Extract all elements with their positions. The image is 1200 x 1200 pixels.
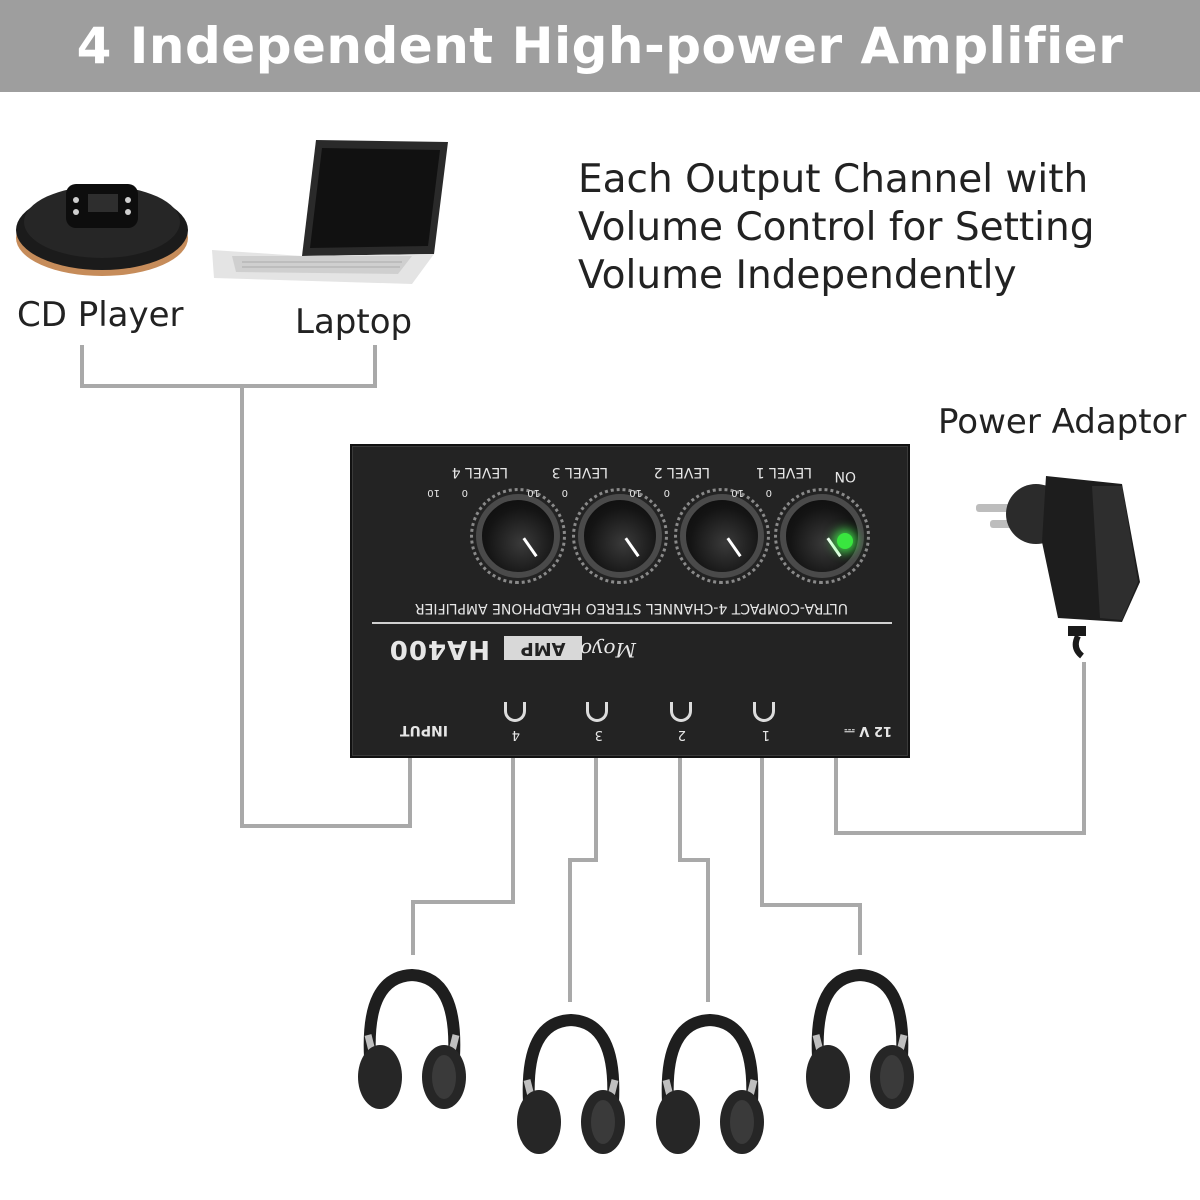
headphones-icon [517, 1013, 625, 1154]
output-label-4: 4 [511, 727, 520, 742]
description-line: Volume Independently [578, 253, 1017, 298]
power-port-label: 12 V ⎓ [844, 723, 892, 738]
level-2-max: 10 [629, 487, 642, 498]
level-knob-3[interactable] [680, 494, 764, 578]
wire-cd-player [80, 345, 377, 388]
output-label-2: 2 [677, 727, 686, 742]
level-knob-2[interactable] [578, 494, 662, 578]
level-label-3: LEVEL 3 [551, 464, 608, 480]
level-2-min: 0 [663, 487, 670, 498]
led-label: ON [834, 468, 857, 484]
level-3-min: 0 [561, 487, 568, 498]
headphones-icon [806, 968, 914, 1109]
level-1-max: 10 [731, 487, 744, 498]
headphones-icon [656, 1013, 764, 1154]
wire-output-3 [568, 756, 598, 1002]
output-label-1: 1 [761, 727, 770, 742]
device-subtitle: ULTRA-COMPACT 4-CHANNEL STEREO HEADPHONE… [414, 600, 848, 616]
amplifier-panel: 12 V ⎓ 1 2 3 4 INPUT HA400 AMP Moyo ULTR… [352, 446, 908, 756]
cd-player-label: CD Player [17, 295, 184, 335]
amp-badge: AMP [504, 636, 582, 660]
headphone-jack-icon[interactable] [753, 702, 775, 722]
wire-power [834, 662, 1086, 835]
input-label: INPUT [399, 722, 448, 738]
headphone-jack-icon[interactable] [504, 702, 526, 722]
level-label-2: LEVEL 2 [653, 464, 710, 480]
output-label-3: 3 [594, 727, 603, 742]
level-3-max: 10 [527, 487, 540, 498]
power-adaptor-icon [976, 476, 1140, 659]
title-banner: 4 Independent High-power Amplifier [0, 0, 1200, 92]
wire-output-2 [678, 756, 710, 1002]
level-label-1: LEVEL 1 [755, 464, 812, 480]
description-line: Each Output Channel with [578, 157, 1089, 202]
power-adaptor-label: Power Adaptor [938, 402, 1187, 442]
power-led-indicator [837, 533, 853, 549]
wire-output-4 [411, 756, 515, 955]
panel-divider [372, 622, 892, 624]
description: Each Output Channel with Volume Control … [578, 156, 1094, 300]
brand-logo: Moyo [580, 638, 636, 662]
laptop-label: Laptop [295, 302, 413, 342]
level-4-min: 0 [461, 487, 468, 498]
level-4-max: 10 [427, 487, 440, 498]
amplifier-device: 12 V ⎓ 1 2 3 4 INPUT HA400 AMP Moyo ULTR… [350, 444, 910, 758]
wire-sources-to-input [240, 386, 412, 828]
headphones-icon [358, 968, 466, 1109]
headphone-jack-icon[interactable] [586, 702, 608, 722]
level-label-4: LEVEL 4 [451, 464, 508, 480]
cd-player-icon [16, 184, 188, 276]
level-1-min: 0 [765, 487, 772, 498]
description-line: Volume Control for Setting [578, 205, 1095, 250]
laptop-icon [212, 140, 448, 284]
level-knob-1[interactable] [476, 494, 560, 578]
model-label: HA400 [388, 634, 490, 664]
headphone-jack-icon[interactable] [670, 702, 692, 722]
page-title: 4 Independent High-power Amplifier [76, 17, 1124, 75]
wire-output-1 [760, 756, 862, 955]
